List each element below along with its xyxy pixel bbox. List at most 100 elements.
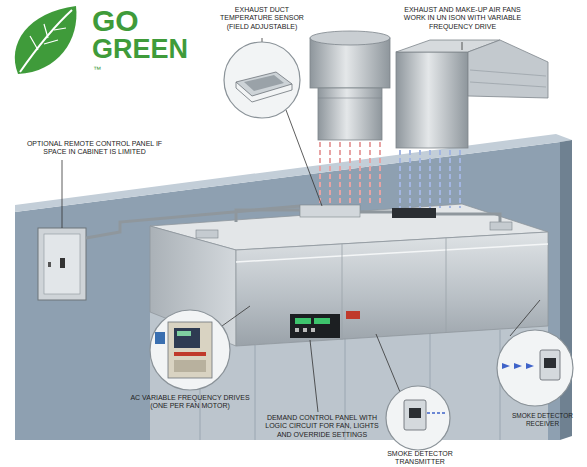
vfd-display xyxy=(177,331,191,336)
leaf-shape xyxy=(15,6,77,74)
supply-opening xyxy=(392,208,436,218)
wall-face xyxy=(15,142,560,440)
temperature-sensor-inset xyxy=(224,42,300,118)
signal-arrow xyxy=(502,363,510,369)
signal-beam xyxy=(427,412,446,414)
panel-button xyxy=(295,328,299,332)
makeup-housing xyxy=(396,52,468,148)
air-beam xyxy=(429,150,431,208)
trademark-mark: ™ xyxy=(93,66,113,74)
air-beam xyxy=(459,150,461,208)
go-green-logo xyxy=(15,6,77,74)
transmitter-body xyxy=(404,400,426,430)
light-fixture xyxy=(490,222,512,230)
signal-arrow xyxy=(514,363,522,369)
leader-line xyxy=(376,334,400,392)
air-beam xyxy=(449,150,451,208)
callout-label: EXHAUST DUCT TEMPERATURE SENSOR (FIELD A… xyxy=(212,6,312,31)
sensor-element xyxy=(244,75,284,91)
air-beam xyxy=(369,142,371,205)
leaf-vein xyxy=(20,10,72,72)
hood-seam xyxy=(446,238,447,332)
makeup-air-fan xyxy=(396,40,548,148)
air-beam xyxy=(419,150,421,208)
air-beam xyxy=(379,142,381,205)
panel-box xyxy=(38,228,86,300)
leader-line xyxy=(62,160,63,228)
leader-line xyxy=(462,42,463,50)
leader-line xyxy=(286,110,322,206)
inset-circle xyxy=(497,330,573,406)
air-beam xyxy=(399,150,401,208)
vfd-keypad xyxy=(174,328,200,348)
air-beam xyxy=(409,150,411,208)
panel-button xyxy=(311,328,315,332)
callout-label: SMOKE DETECTOR TRANSMITTER xyxy=(385,450,455,467)
vfd-inset xyxy=(150,310,230,390)
signal-arrow xyxy=(526,363,534,369)
callout-label: SMOKE DETECTOR RECEIVER xyxy=(500,412,585,427)
duct-seam xyxy=(318,98,382,99)
demand-control-panel xyxy=(290,314,340,338)
vfd-stripe xyxy=(174,352,206,356)
exhaust-collar xyxy=(300,205,360,217)
conduit xyxy=(236,210,500,222)
louver xyxy=(470,70,546,76)
panel-line xyxy=(255,345,256,440)
panel-button xyxy=(303,328,307,332)
exhaust-air-beams xyxy=(320,142,380,205)
vfd-wires xyxy=(155,332,165,344)
fan-top xyxy=(310,31,390,45)
exhaust-fan xyxy=(310,31,390,140)
panel-door xyxy=(44,234,80,294)
panel-display xyxy=(295,318,311,324)
receiver-inset xyxy=(497,330,573,406)
transmitter-lens xyxy=(409,408,421,418)
air-beam xyxy=(359,142,361,205)
air-beam xyxy=(329,142,331,205)
transmitter-inset xyxy=(386,386,450,450)
leader-line xyxy=(310,340,318,412)
receiver-body xyxy=(540,350,560,380)
rain-hood xyxy=(468,40,548,98)
inset-circle xyxy=(224,42,300,118)
hood-front xyxy=(236,232,548,346)
air-beam xyxy=(339,142,341,205)
brand-plate xyxy=(346,311,360,319)
sensor-tray-edge xyxy=(236,82,292,102)
leader-lines xyxy=(62,38,540,412)
callout-label: DEMAND CONTROL PANEL WITH LOGIC CIRCUIT … xyxy=(262,414,382,439)
inset-circle xyxy=(386,386,450,450)
leader-line xyxy=(222,306,250,326)
leaf-vein xyxy=(30,24,66,50)
signal-line xyxy=(427,412,446,414)
panel-latch xyxy=(48,262,51,267)
makeup-air-beams xyxy=(400,150,460,208)
callout-label: OPTIONAL REMOTE CONTROL PANEL IF SPACE I… xyxy=(22,140,167,157)
air-beam xyxy=(439,150,441,208)
logo-word: GO xyxy=(92,6,182,36)
wall-top xyxy=(15,134,572,212)
panel-display xyxy=(314,318,330,324)
fan-housing xyxy=(310,38,390,88)
hood-seam xyxy=(342,244,343,340)
callout-label: AC VARIABLE FREQUENCY DRIVES (ONE PER FA… xyxy=(130,394,250,411)
air-beam xyxy=(349,142,351,205)
air-beam xyxy=(319,142,321,205)
cabinet-panel-lines xyxy=(200,330,500,440)
louver xyxy=(470,82,546,87)
receiver-lens xyxy=(544,358,556,368)
vfd-terminals xyxy=(174,360,206,372)
remote-control-panel xyxy=(38,228,86,300)
signal-arrows xyxy=(502,363,534,369)
logo-word: GREEN xyxy=(92,36,192,63)
light-fixture xyxy=(196,230,218,238)
callout-label: EXHAUST AND MAKE-UP AIR FANS WORK IN UN … xyxy=(400,6,525,31)
inset-circle xyxy=(150,310,230,390)
panel-switch xyxy=(60,258,65,268)
exhaust-duct xyxy=(318,88,382,140)
vfd-body xyxy=(168,322,212,378)
